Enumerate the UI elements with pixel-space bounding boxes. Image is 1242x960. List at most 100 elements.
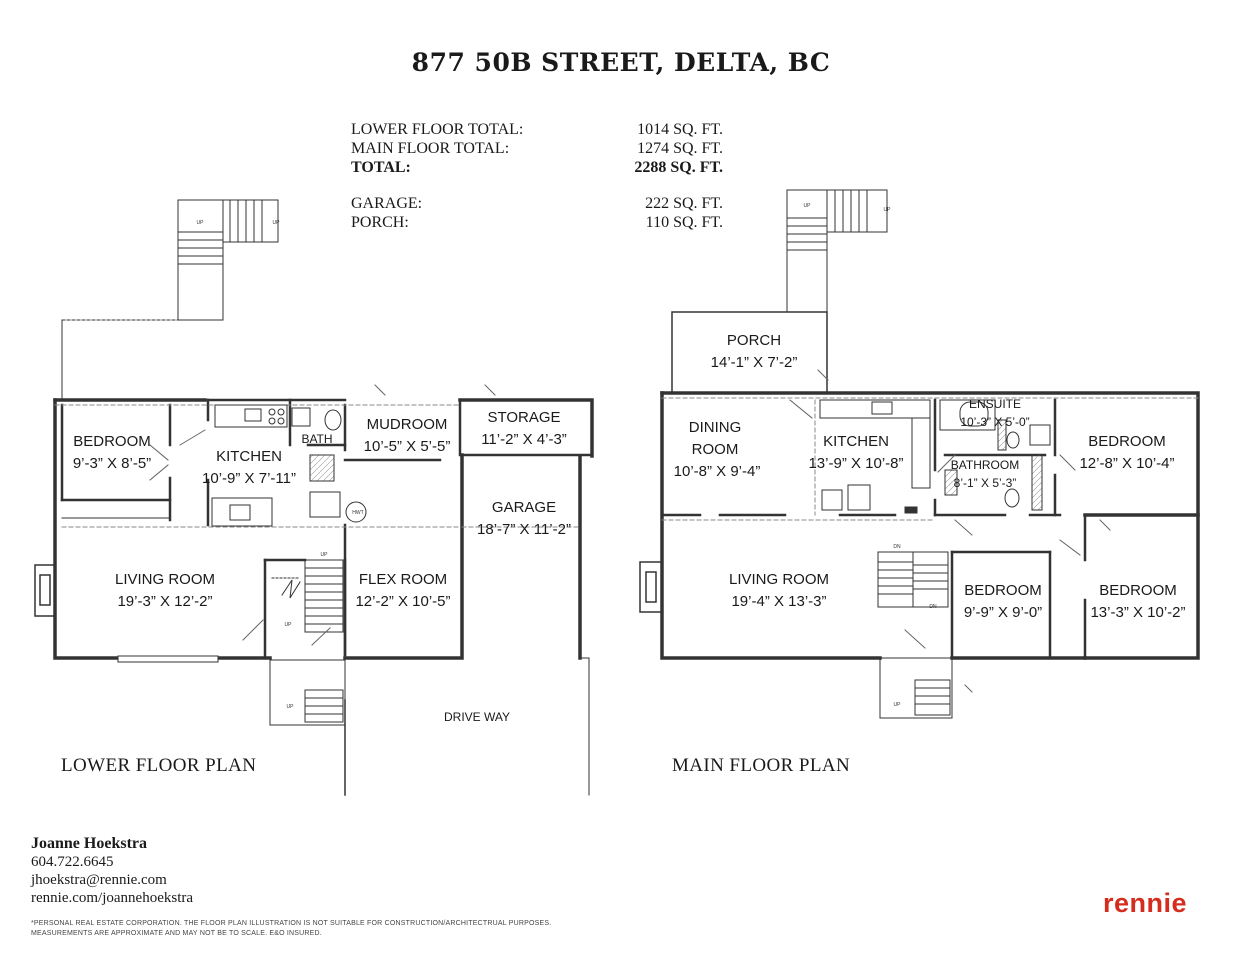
lower-up-label: UP bbox=[285, 622, 293, 628]
area-value: 110 SQ. FT. bbox=[645, 214, 723, 231]
main-dn-label: DN bbox=[893, 544, 901, 550]
main-floor-plan bbox=[639, 189, 1200, 719]
lower-bedroom-dim: 9’-3” X 8’-5” bbox=[73, 455, 151, 472]
brand-logo: rennie bbox=[1103, 888, 1188, 918]
lower-storage-name: STORAGE bbox=[487, 409, 560, 426]
main-up-label: UP bbox=[884, 207, 892, 213]
area-row-main: MAIN FLOOR TOTAL: 1274 SQ. FT. bbox=[351, 139, 731, 158]
main-dashed-lines bbox=[661, 397, 1199, 521]
agent-contact: Joanne Hoekstra 604.722.6645 jhoekstra@r… bbox=[31, 835, 193, 907]
main-interior-stairs bbox=[877, 551, 949, 608]
lower-driveway-label: DRIVE WAY bbox=[444, 710, 510, 724]
main-dining-name: DINING bbox=[689, 419, 742, 436]
main-bedroom3-dim: 13’-3” X 10’-2” bbox=[1090, 604, 1185, 621]
area-row-lower: LOWER FLOOR TOTAL: 1014 SQ. FT. bbox=[351, 120, 731, 139]
area-value: 1014 SQ. FT. bbox=[637, 121, 723, 138]
main-bedroom3-name: BEDROOM bbox=[1099, 582, 1177, 599]
main-room-labels: PORCH 14’-1” X 7’-2” DINING ROOM 10’-8” … bbox=[674, 203, 1186, 708]
disclaimer-line: *PERSONAL REAL ESTATE CORPORATION. THE F… bbox=[31, 920, 552, 927]
main-bedroom2-name: BEDROOM bbox=[964, 582, 1042, 599]
main-bedroom2-dim: 9’-9” X 9’-0” bbox=[964, 604, 1042, 621]
area-summary: LOWER FLOOR TOTAL: 1014 SQ. FT. MAIN FLO… bbox=[351, 120, 731, 232]
lower-bath-name: BATH bbox=[301, 432, 332, 446]
main-dining-name2: ROOM bbox=[692, 441, 739, 458]
lower-interior-stairs bbox=[271, 559, 344, 633]
area-label: PORCH: bbox=[351, 214, 409, 231]
lower-mudroom-name: MUDROOM bbox=[367, 416, 448, 433]
lower-deck-stairs bbox=[61, 199, 279, 399]
main-bath-fixtures bbox=[939, 399, 1051, 511]
lower-floor-plan-label: LOWER FLOOR PLAN bbox=[61, 755, 257, 776]
area-label: MAIN FLOOR TOTAL: bbox=[351, 140, 510, 157]
area-label: TOTAL: bbox=[351, 159, 411, 176]
disclaimer: *PERSONAL REAL ESTATE CORPORATION. THE F… bbox=[31, 919, 551, 939]
main-porch-name: PORCH bbox=[727, 332, 781, 349]
agent-phone[interactable]: 604.722.6645 bbox=[31, 854, 114, 870]
main-living-dim: 19’-4” X 13’-3” bbox=[731, 593, 826, 610]
main-kitchen-dim: 13’-9” X 10’-8” bbox=[808, 455, 903, 472]
main-up-label: UP bbox=[894, 702, 902, 708]
lower-entry-stairs bbox=[269, 659, 346, 796]
main-kitchen-name: KITCHEN bbox=[823, 433, 889, 450]
lower-up-label: UP bbox=[197, 220, 205, 226]
main-bedroom1-dim: 12’-8” X 10’-4” bbox=[1079, 455, 1174, 472]
lower-flex-dim: 12’-2” X 10’-5” bbox=[355, 593, 450, 610]
area-row-garage: GARAGE: 222 SQ. FT. bbox=[351, 194, 731, 213]
area-label: GARAGE: bbox=[351, 195, 423, 212]
lower-driveway-edge bbox=[579, 657, 590, 796]
main-porch-stairs bbox=[786, 189, 888, 313]
lower-garage-name: GARAGE bbox=[492, 499, 556, 516]
agent-email[interactable]: jhoekstra@rennie.com bbox=[31, 872, 167, 888]
main-fireplace bbox=[639, 561, 663, 613]
area-row-total: TOTAL: 2288 SQ. FT. bbox=[351, 158, 731, 177]
lower-kitchen-name: KITCHEN bbox=[216, 448, 282, 465]
agent-website[interactable]: rennie.com/joannehoekstra bbox=[31, 890, 194, 906]
lower-bath-fixtures bbox=[291, 407, 367, 523]
main-entry-stairs bbox=[879, 657, 953, 719]
lower-up-label: UP bbox=[273, 220, 281, 226]
main-ensuite-dim: 10’-3” X 5’-0” bbox=[960, 415, 1029, 429]
agent-name: Joanne Hoekstra bbox=[31, 835, 147, 852]
lower-interior-walls bbox=[60, 398, 592, 660]
main-bathroom-dim: 8’-1” X 5’-3” bbox=[954, 476, 1017, 490]
disclaimer-line: MEASUREMENTS ARE APPROXIMATE AND MAY NOT… bbox=[31, 930, 322, 937]
main-porch bbox=[671, 311, 828, 394]
lower-room-labels: BEDROOM 9’-3” X 8’-5” KITCHEN 10’-9” X 7… bbox=[73, 220, 571, 724]
lower-kitchen-dim: 10’-9” X 7’-11” bbox=[202, 470, 296, 487]
main-dining-dim: 10’-8” X 9’-4” bbox=[674, 463, 761, 480]
lower-floor-plan bbox=[34, 199, 594, 796]
lower-living-dim: 19’-3” X 12’-2” bbox=[117, 593, 212, 610]
main-up-label: UP bbox=[804, 203, 812, 209]
area-value: 1274 SQ. FT. bbox=[637, 140, 723, 157]
lower-window bbox=[117, 655, 219, 663]
main-kitchen-counters bbox=[819, 399, 931, 514]
main-dn-label: DN bbox=[929, 604, 937, 610]
lower-storage-dim: 11’-2” X 4’-3” bbox=[481, 431, 567, 448]
property-address-title: 877 50B STREET, DELTA, BC bbox=[411, 48, 831, 77]
lower-hwt-label: HWT bbox=[352, 510, 363, 516]
lower-up-label: UP bbox=[321, 552, 329, 558]
main-interior-walls bbox=[660, 398, 1087, 660]
main-living-name: LIVING ROOM bbox=[729, 571, 829, 588]
main-porch-dim: 14’-1” X 7’-2” bbox=[711, 354, 798, 371]
lower-garage-dim: 18’-7” X 11’-2” bbox=[477, 521, 571, 538]
lower-up-label: UP bbox=[287, 704, 295, 710]
area-row-porch: PORCH: 110 SQ. FT. bbox=[351, 213, 731, 232]
main-bedroom1-name: BEDROOM bbox=[1088, 433, 1166, 450]
main-doors bbox=[789, 369, 1111, 693]
area-value: 222 SQ. FT. bbox=[645, 195, 723, 212]
lower-flex-name: FLEX ROOM bbox=[359, 571, 447, 588]
main-floor-plan-label: MAIN FLOOR PLAN bbox=[672, 755, 851, 776]
lower-bedroom-name: BEDROOM bbox=[73, 433, 151, 450]
lower-kitchen-counters bbox=[211, 404, 288, 527]
main-ensuite-name: ENSUITE bbox=[969, 397, 1021, 411]
main-exterior-walls bbox=[660, 391, 1200, 660]
lower-doors bbox=[149, 384, 496, 646]
main-bathroom-name: BATHROOM bbox=[951, 458, 1019, 472]
lower-mudroom-dim: 10’-5” X 5’-5” bbox=[364, 438, 451, 455]
lower-fireplace bbox=[34, 564, 56, 617]
lower-living-name: LIVING ROOM bbox=[115, 571, 215, 588]
area-value: 2288 SQ. FT. bbox=[634, 159, 723, 176]
area-label: LOWER FLOOR TOTAL: bbox=[351, 121, 524, 138]
